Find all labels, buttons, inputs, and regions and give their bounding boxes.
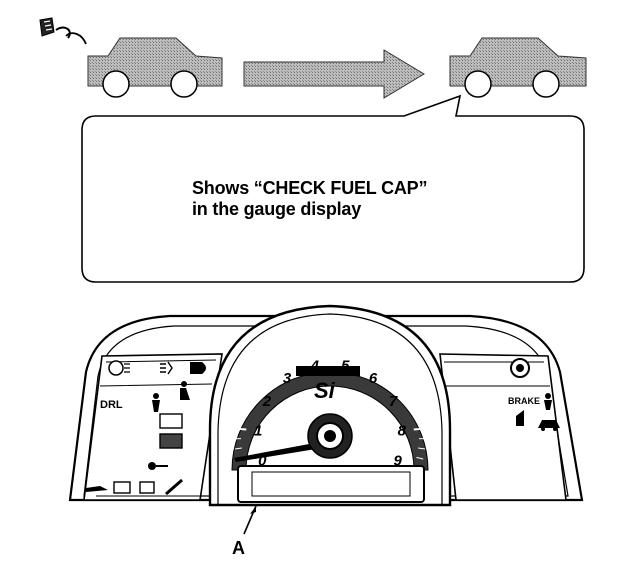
tach-minor-tick — [418, 447, 426, 450]
tach-minor-tick — [411, 398, 419, 403]
tach-number: 6 — [369, 370, 378, 387]
cruise-icon — [538, 420, 560, 431]
tire-pressure-icon — [510, 358, 530, 378]
tach-minor-tick — [289, 348, 294, 356]
fog-light-icon — [108, 360, 130, 376]
tach-minor-tick — [241, 398, 249, 403]
headlight-icon — [160, 361, 173, 375]
tach-number: 8 — [398, 422, 407, 439]
tach-major-tick — [346, 341, 352, 355]
tach-minor-tick — [280, 353, 286, 360]
right-arrow-icon — [243, 49, 425, 99]
tach-minor-tick — [234, 447, 242, 450]
callout-line-2: in the gauge display — [192, 199, 362, 219]
wrench-icon — [165, 478, 183, 496]
label-a: A — [232, 538, 245, 558]
callout-line-1: Shows “CHECK FUEL CAP” — [192, 178, 428, 198]
immobilizer-key-icon — [148, 462, 168, 470]
tach-minor-tick — [319, 340, 322, 348]
car-before-icon — [87, 37, 223, 98]
tach-minor-tick — [257, 372, 264, 378]
tach-minor-tick — [390, 365, 396, 372]
tach-minor-tick — [416, 456, 424, 460]
tach-minor-tick — [402, 380, 409, 386]
tach-number: 3 — [283, 370, 292, 387]
check-engine-icon — [139, 481, 155, 494]
indicator-box-2 — [159, 433, 183, 449]
drl-label: DRL — [100, 399, 123, 411]
tach-minor-tick — [374, 353, 380, 360]
tach-minor-tick — [338, 340, 341, 348]
tach-major-tick — [413, 427, 426, 431]
door-open-icon — [516, 410, 524, 426]
instrument-cluster: 0123456789 Si DRL — [68, 304, 584, 507]
tach-major-tick — [271, 358, 281, 370]
tach-number: 7 — [389, 393, 398, 410]
tach-minor-tick — [396, 372, 403, 378]
tach-badge: Si — [314, 378, 336, 403]
label-a-leader — [243, 505, 257, 535]
left-indicator-panel — [83, 353, 223, 501]
tach-number: 1 — [254, 422, 262, 439]
tach-minor-tick — [251, 380, 258, 386]
seatbelt-reminder-icon — [544, 393, 552, 410]
oil-pressure-icon — [86, 486, 108, 492]
tach-major-tick — [308, 341, 314, 355]
car-after-icon — [449, 37, 587, 98]
tach-needle — [234, 442, 322, 462]
battery-icon — [113, 481, 131, 494]
callout-text: Shows “CHECK FUEL CAP” in the gauge disp… — [192, 178, 532, 220]
tach-minor-tick — [235, 417, 243, 421]
tach-minor-tick — [417, 417, 425, 421]
tach-minor-tick — [415, 407, 423, 411]
tach-minor-tick — [366, 348, 371, 356]
tach-minor-tick — [264, 365, 270, 372]
tach-major-tick — [379, 358, 389, 370]
tach-number: 2 — [262, 393, 272, 410]
airbag-icon — [180, 381, 190, 400]
seatbelt-icon — [152, 393, 160, 412]
tach-minor-tick — [357, 344, 361, 352]
tach-number: 0 — [258, 453, 267, 470]
tach-major-tick — [234, 427, 247, 431]
brake-label: BRAKE — [508, 396, 540, 406]
callout-box — [81, 94, 585, 283]
tach-major-tick — [403, 388, 415, 397]
tachometer-ring — [231, 371, 429, 471]
high-beam-icon — [190, 362, 206, 374]
tach-minor-tick — [299, 344, 303, 352]
indicator-box-1 — [159, 413, 183, 429]
tach-number: 9 — [393, 453, 402, 470]
tach-minor-tick — [237, 407, 245, 411]
fuel-cap-icon — [39, 17, 87, 45]
tach-major-tick — [245, 388, 257, 397]
